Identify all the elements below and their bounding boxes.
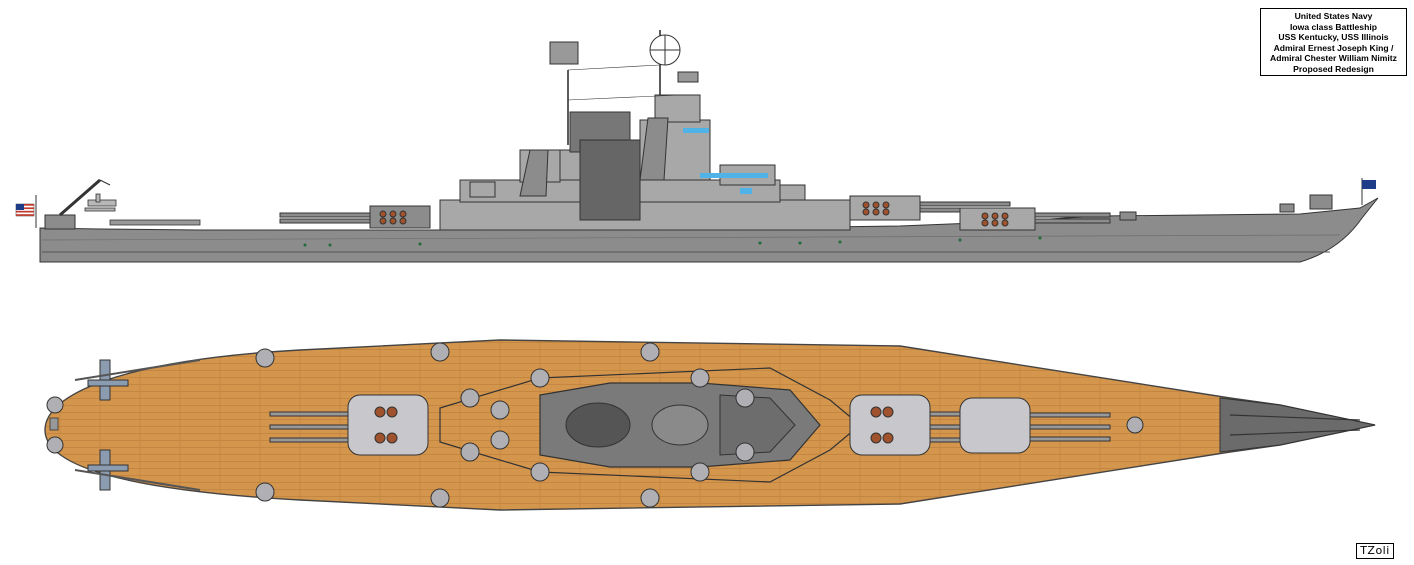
artist-signature: TZoli <box>1356 543 1394 559</box>
legend-line-navy: United States Navy <box>1294 11 1373 21</box>
seaplanes-plan <box>87 359 129 491</box>
seaplane <box>84 193 117 212</box>
funnels <box>519 117 669 197</box>
secondary-mounts <box>46 342 1144 508</box>
legend-line-class: Iowa class Battleship <box>1290 21 1377 32</box>
legend-line-proposal: Proposed Redesign <box>1293 63 1374 74</box>
catapult <box>109 219 201 226</box>
catapults-plan <box>74 359 201 491</box>
funnel-plan-fwd <box>651 404 709 446</box>
turret-1-profile <box>959 207 1111 231</box>
legend-line-ships: USS Kentucky, USS Illinois <box>1278 32 1389 43</box>
anchor-chains <box>1229 414 1361 436</box>
stern-flag <box>15 195 37 228</box>
plan-view <box>44 339 1376 511</box>
ship-info-legend: United States Navy Iowa class Battleship… <box>1260 8 1407 76</box>
portholes <box>303 236 1042 247</box>
funnel-plan-aft <box>565 402 631 448</box>
turret-3-profile <box>279 205 431 229</box>
radar-antenna <box>549 34 699 83</box>
turret-1-plan <box>959 397 1111 454</box>
legend-line-admiral-king: Admiral Ernest Joseph King / <box>1273 42 1394 53</box>
stern-fittings-plan <box>49 417 59 431</box>
turret-3-plan <box>269 394 429 456</box>
side-profile-view <box>15 30 1379 263</box>
legend-line-admiral-nimitz: Admiral Chester William Nimitz <box>1270 53 1397 64</box>
jack-flag <box>1361 178 1376 205</box>
gallery-outline <box>439 367 861 483</box>
aft-crane <box>44 178 111 230</box>
bridge-plan <box>719 394 796 456</box>
bridge-windows <box>683 128 768 194</box>
forecastle-dark <box>1219 397 1376 453</box>
bow-fittings <box>1119 194 1333 221</box>
